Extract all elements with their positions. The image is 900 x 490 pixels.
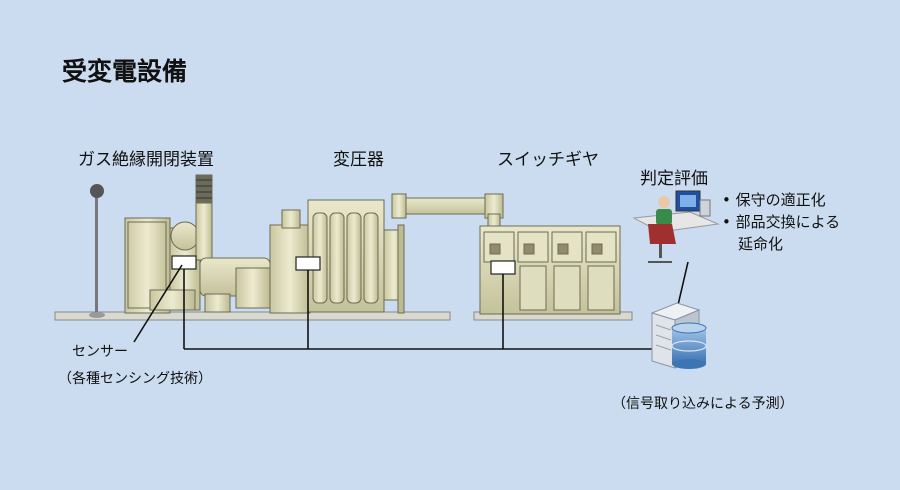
gis-equipment [124, 174, 271, 314]
label-sensor: センサー [72, 344, 128, 360]
evaluation-list: 保守の適正化 部品交換による 延命化 [722, 189, 841, 255]
evaluation-item: 部品交換による [722, 211, 841, 233]
sensor-switchgear [490, 260, 516, 275]
evaluation-item: 保守の適正化 [722, 189, 840, 211]
sensor-transformer [295, 256, 321, 271]
pole-lamp [89, 184, 105, 318]
database-icon [671, 322, 707, 369]
operator-workstation-icon [632, 190, 720, 263]
label-switchgear: スイッチギヤ [497, 150, 599, 170]
page-title: 受変電設備 [62, 57, 188, 86]
label-evaluation: 判定評価 [640, 169, 708, 189]
bus-duct [391, 193, 504, 229]
label-gis: ガス絶縁開閉装置 [78, 150, 214, 170]
label-transformer: 変圧器 [333, 150, 384, 170]
transformer-equipment [269, 199, 405, 314]
gis-base [54, 311, 451, 321]
evaluation-item: 延命化 [738, 235, 784, 253]
sensor-gis [171, 255, 197, 270]
signal-wiring [133, 261, 689, 350]
label-sensor-note: （各種センシング技術） [58, 371, 212, 387]
label-prediction: （信号取り込みによる予測） [612, 396, 794, 412]
